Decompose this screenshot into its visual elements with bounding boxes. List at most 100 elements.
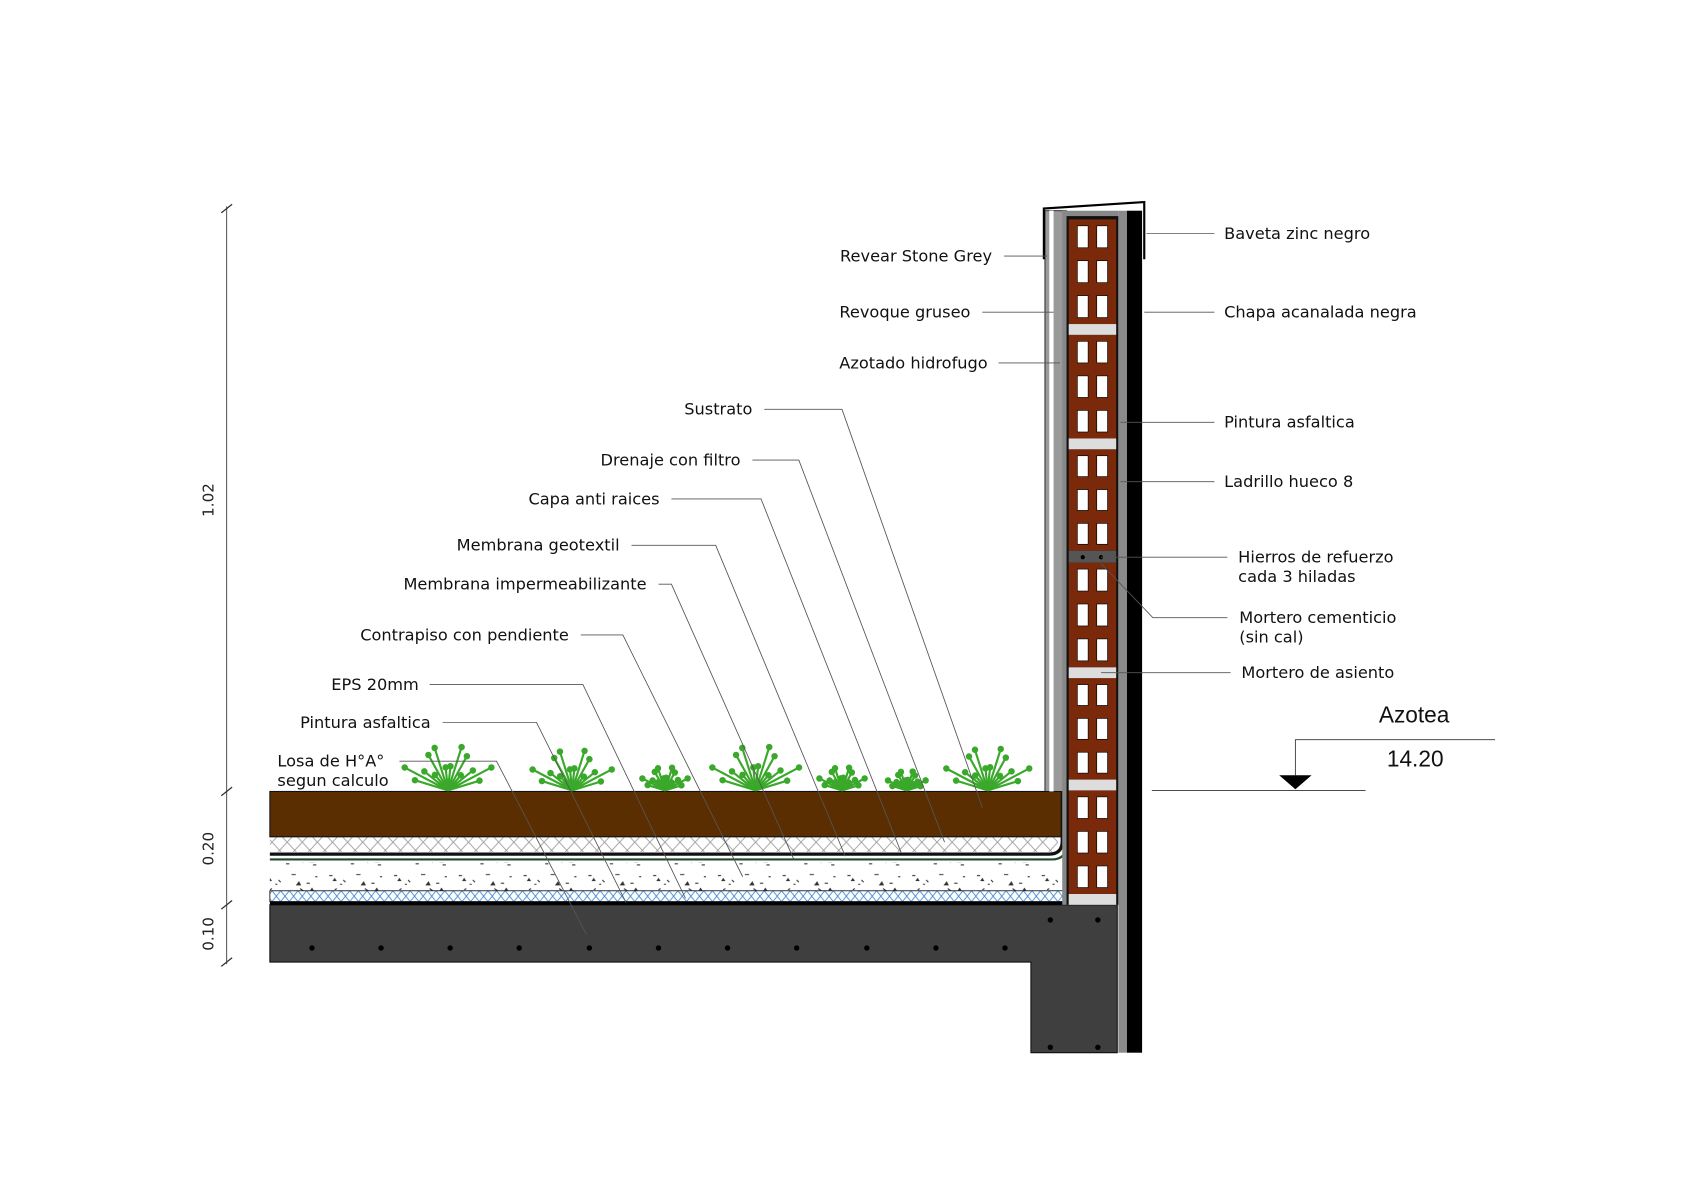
label-mortero-asiento: Mortero de asiento	[1241, 663, 1394, 682]
brick-hole	[1096, 684, 1108, 706]
brick-hole	[1096, 410, 1108, 433]
brick-hole	[1096, 260, 1108, 283]
brick-hole	[1096, 568, 1108, 592]
brick-hole	[1077, 523, 1089, 545]
mortar-joint	[1068, 438, 1117, 450]
hollow-brick	[1068, 334, 1117, 439]
brick-hole	[1077, 455, 1089, 477]
brick-hole	[1096, 523, 1108, 545]
mortar-joint	[1068, 894, 1117, 905]
brick-hole	[1077, 340, 1089, 364]
brick-hole	[1077, 225, 1089, 249]
hollow-brick	[1068, 790, 1117, 895]
plant-icon	[401, 743, 495, 792]
hollow-brick	[1068, 449, 1117, 551]
hollow-brick	[1068, 219, 1117, 325]
brick-hole	[1077, 796, 1089, 819]
level-marker: Azotea 14.20	[1151, 701, 1496, 791]
leader-lines	[399, 232, 1231, 935]
brick-hole	[1096, 831, 1108, 854]
label-revoque: Revoque gruseo	[839, 303, 970, 322]
rebar	[1080, 555, 1085, 560]
eps-layer	[269, 890, 1067, 903]
brick-hole	[1077, 603, 1089, 627]
zinc-flashing	[1042, 200, 1146, 260]
brick-hole	[1096, 603, 1108, 627]
plant-icon	[709, 743, 803, 792]
brick-hole	[1077, 410, 1089, 433]
label-baveta: Baveta zinc negro	[1224, 224, 1370, 243]
label-hierros-hiladas: cada 3 hiladas	[1238, 567, 1355, 586]
label-ladrillo: Ladrillo hueco 8	[1224, 472, 1353, 491]
brick-hole	[1077, 260, 1089, 283]
label-anti-raices: Capa anti raices	[528, 489, 659, 508]
rebar-dots	[309, 917, 1101, 1051]
plant-icon	[529, 747, 615, 792]
label-hierros: Hierros de refuerzo	[1238, 548, 1393, 567]
brick-hole	[1077, 718, 1089, 740]
level-triangle-icon	[1279, 775, 1312, 790]
dimension-slab: 0.10	[200, 917, 218, 951]
brick-hole	[1096, 489, 1108, 511]
mortar-joint	[1068, 667, 1117, 679]
label-eps: EPS 20mm	[331, 675, 419, 694]
mortar-joint	[1068, 324, 1117, 335]
brick-hole	[1077, 638, 1089, 662]
label-geotextil: Membrana geotextil	[457, 536, 620, 555]
brick-hole	[1077, 865, 1089, 888]
label-losa: Losa de H°A°	[277, 752, 384, 771]
label-revear: Revear Stone Grey	[840, 246, 992, 265]
dimension-line: 1.02 0.20 0.10	[200, 203, 233, 967]
label-impermeabilizante: Membrana impermeabilizante	[403, 575, 646, 594]
label-chapa: Chapa acanalada negra	[1224, 303, 1417, 322]
brick-hole	[1077, 684, 1089, 706]
level-value: 14.20	[1387, 746, 1444, 772]
brick-hole	[1096, 340, 1108, 364]
hollow-brick	[1068, 678, 1117, 780]
brick-hole	[1096, 638, 1108, 662]
right-labels: Baveta zinc negro Chapa acanalada negra …	[1224, 224, 1417, 682]
drainage-layer	[269, 836, 1058, 852]
dimension-total: 1.02	[200, 483, 218, 517]
brick-hole	[1077, 295, 1089, 318]
brick-hole	[1096, 295, 1108, 318]
dimension-layers: 0.20	[200, 832, 218, 866]
concrete-slab	[269, 904, 1118, 1054]
brick-hole	[1077, 568, 1089, 592]
brick-hole	[1096, 865, 1108, 888]
plant-icon	[816, 764, 868, 792]
label-pintura-asfaltica-wall: Pintura asfaltica	[1224, 413, 1355, 432]
left-labels: Sustrato Drenaje con filtro Capa anti ra…	[277, 246, 992, 790]
mortar-joint	[1068, 779, 1117, 791]
reinforced-joint	[1068, 550, 1117, 563]
plant-icon	[639, 764, 691, 792]
plants	[401, 743, 1033, 792]
plant-icon	[943, 745, 1033, 792]
label-mortero-cementicio: Mortero cementicio	[1239, 608, 1396, 627]
contrapiso-layer	[269, 862, 1067, 891]
brick-hole	[1096, 751, 1108, 774]
asphalt-paint-layer	[269, 901, 1067, 905]
level-name: Azotea	[1379, 701, 1450, 727]
plant-icon	[884, 768, 929, 792]
brick-hole	[1077, 751, 1089, 774]
label-sin-cal: (sin cal)	[1239, 627, 1303, 646]
brick-hole	[1096, 718, 1108, 740]
brick-hole	[1077, 375, 1089, 398]
label-sustrato: Sustrato	[684, 400, 752, 419]
brick-hole	[1077, 831, 1089, 854]
label-pintura-asfaltica: Pintura asfaltica	[300, 713, 431, 732]
waterproof-membrane	[269, 791, 1064, 856]
substrate-layer	[269, 790, 1062, 838]
brick-hole	[1077, 489, 1089, 511]
brick-hole	[1096, 796, 1108, 819]
label-losa-calculo: segun calculo	[277, 771, 388, 790]
label-drenaje: Drenaje con filtro	[601, 450, 741, 469]
label-contrapiso: Contrapiso con pendiente	[360, 625, 569, 644]
wall	[1044, 210, 1143, 1053]
brick-hole	[1096, 225, 1108, 249]
brick-hole	[1096, 375, 1108, 398]
label-azotado: Azotado hidrofugo	[839, 353, 988, 372]
brick-hole	[1096, 455, 1108, 477]
